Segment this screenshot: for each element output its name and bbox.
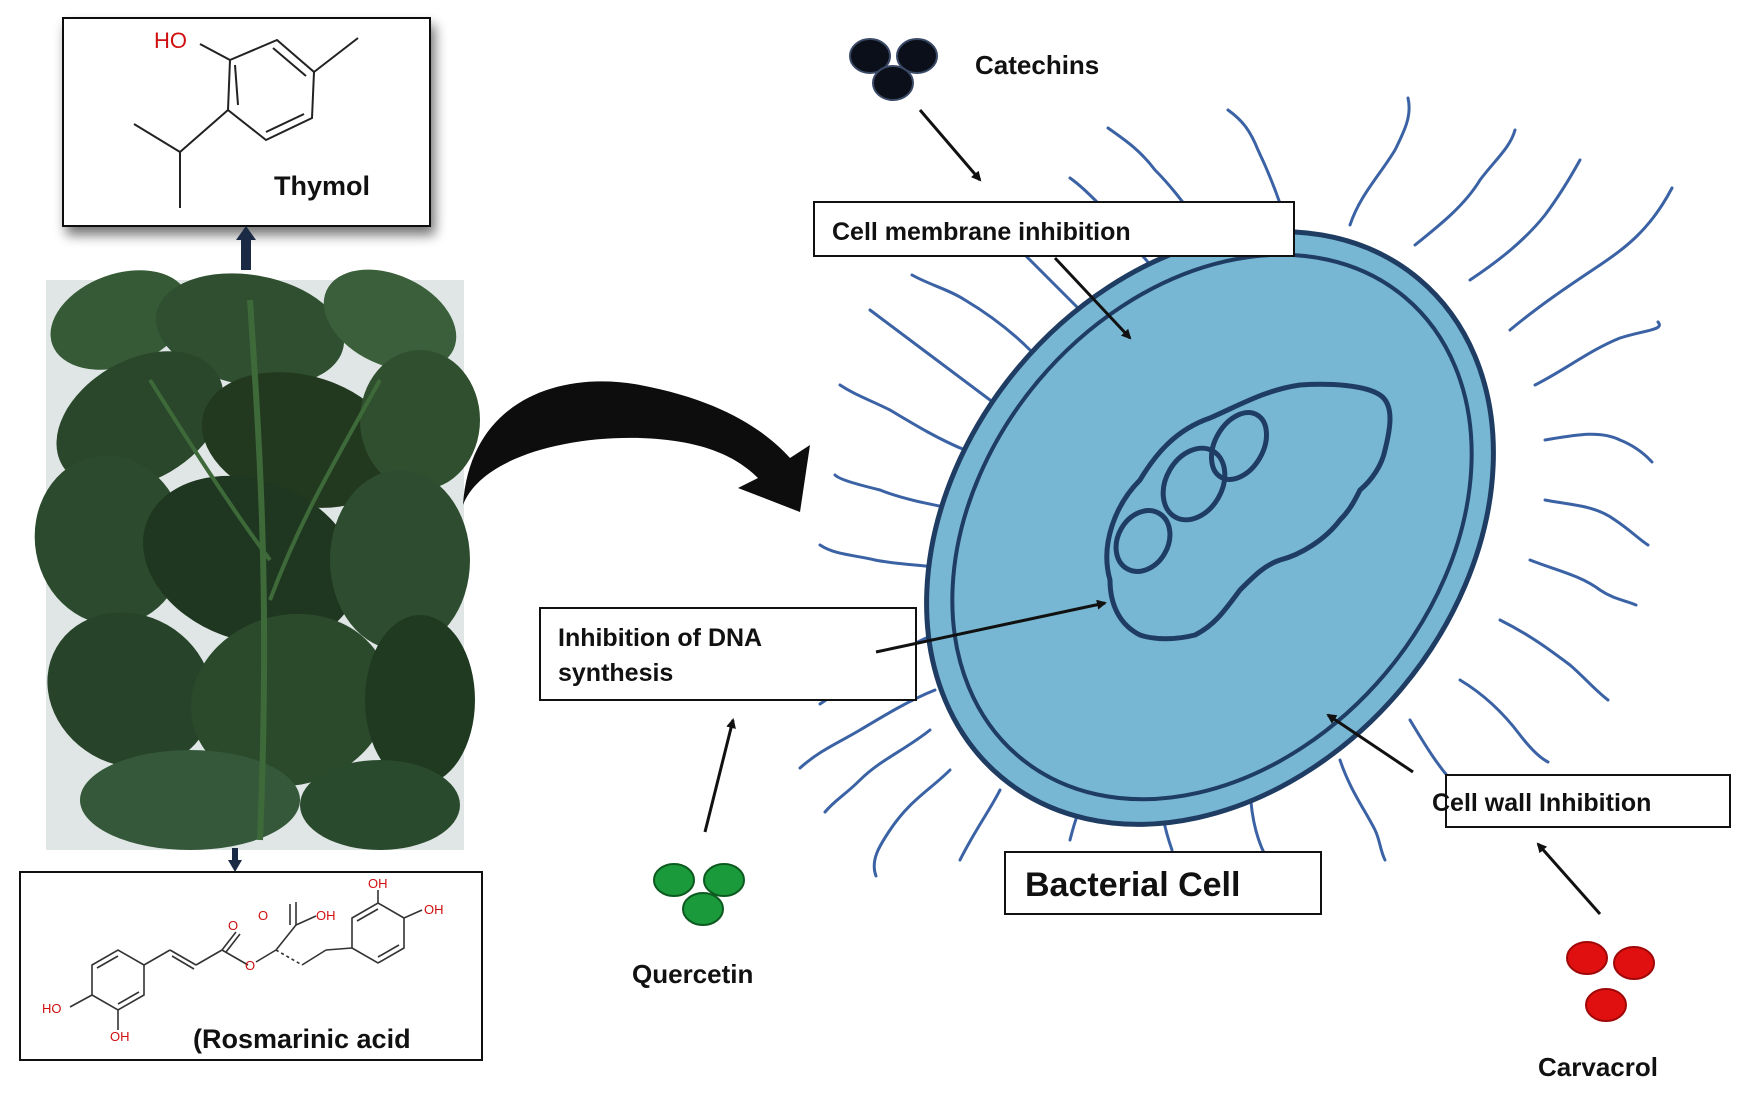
- cell-wall: [924, 229, 1496, 827]
- bacterial-cell-label: Bacterial Cell: [1025, 866, 1240, 904]
- cell-wall-label-box: Cell wall Inhibition: [1432, 774, 1731, 828]
- membrane-arrow: [1053, 256, 1132, 340]
- quercetin-label: Quercetin: [632, 959, 753, 989]
- rosmarinic-atom-labels: OH OH O O OH O HO OH: [42, 876, 444, 1044]
- atom-oh-right: OH: [424, 902, 444, 917]
- atom-ho-left: HO: [42, 1001, 62, 1016]
- cell-membrane-label-box: Cell membrane inhibition: [813, 201, 1295, 257]
- carvacrol-arrow: [1536, 842, 1602, 915]
- cell-membrane-label: Cell membrane inhibition: [832, 218, 1131, 246]
- rosmarinic-acid-label: (Rosmarinic acid: [193, 1024, 411, 1054]
- catechins-arrow: [918, 109, 982, 182]
- dna-label-line2: synthesis: [558, 659, 673, 687]
- leaf-cluster: [34, 269, 480, 850]
- quercetin-molecules: [653, 863, 745, 926]
- carvacrol-molecules: [1566, 941, 1655, 1022]
- bacterial-cell-label-box: Bacterial Cell: [1004, 851, 1322, 915]
- atom-oh-bottom: OH: [110, 1029, 130, 1044]
- plant-to-thymol-arrow: [236, 226, 256, 270]
- thymol-ho-atom: HO: [154, 28, 187, 53]
- thymol-structure-box: HO Thymol: [62, 17, 431, 227]
- catechins-label: Catechins: [975, 50, 1099, 80]
- curved-arrow: [463, 381, 810, 512]
- cell-wall-label: Cell wall Inhibition: [1432, 789, 1651, 817]
- rosmarinic-molecule-drawing: [69, 890, 423, 1030]
- atom-o-carbonyl: O: [228, 918, 238, 933]
- catechins-molecules: [849, 38, 938, 101]
- dna-label-line1: Inhibition of DNA: [558, 624, 762, 652]
- cell-membrane: [950, 252, 1474, 802]
- thymol-molecule-drawing: [133, 37, 359, 208]
- atom-oh-top: OH: [368, 876, 388, 891]
- thymol-label: Thymol: [274, 171, 370, 201]
- pointer-arrows: [703, 109, 1602, 915]
- mint-leaves-photo: [34, 269, 480, 850]
- bacterial-cell: [798, 96, 1674, 878]
- nucleoid: [1104, 381, 1393, 642]
- rosmarinic-acid-structure-box: OH OH O O OH O HO OH (Rosmarinic acid: [19, 871, 483, 1061]
- quercetin-arrow: [703, 718, 736, 833]
- dna-arrow: [875, 599, 1107, 654]
- atom-o-acid: O: [258, 908, 268, 923]
- atom-oh-acid: OH: [316, 908, 336, 923]
- plant-to-rosmarinic-arrow: [228, 848, 242, 872]
- dna-label-box: Inhibition of DNA synthesis: [539, 607, 917, 701]
- carvacrol-label: Carvacrol: [1538, 1052, 1658, 1082]
- atom-o-ester: O: [245, 958, 255, 973]
- cell-wall-arrow: [1326, 713, 1414, 774]
